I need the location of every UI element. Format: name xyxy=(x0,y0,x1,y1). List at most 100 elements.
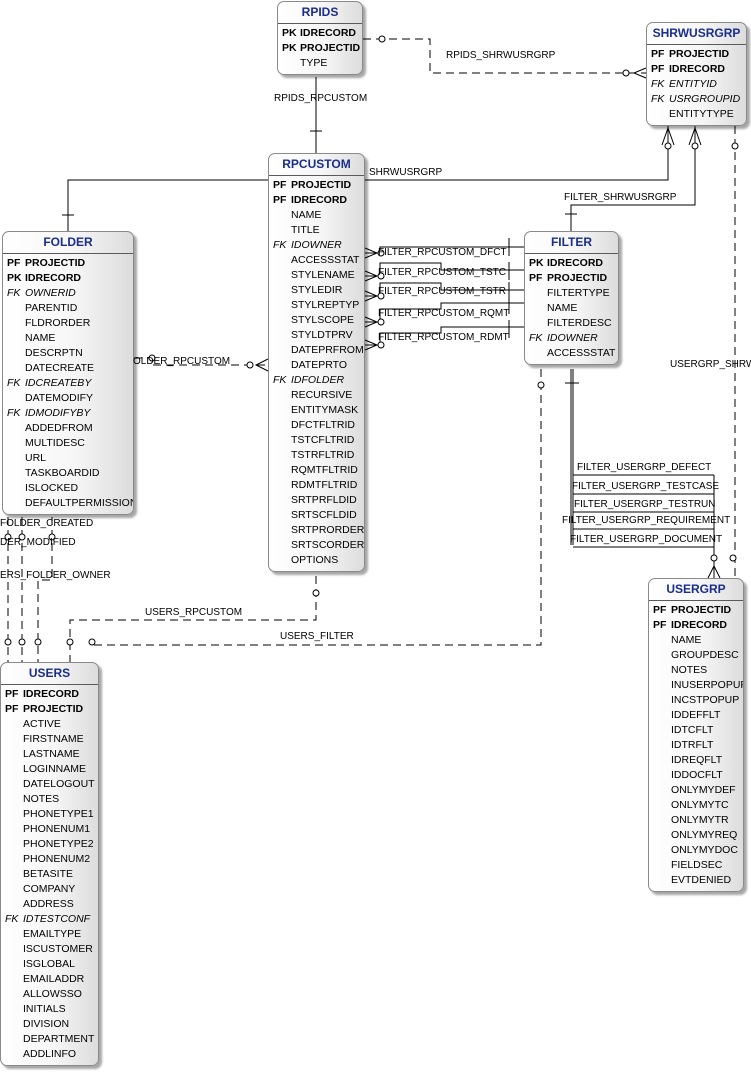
table-title: RPIDS xyxy=(278,2,362,24)
column-name: IDOWNER xyxy=(291,239,342,251)
column-name: DATELOGOUT xyxy=(23,778,95,790)
label-users-filter: USERS_FILTER xyxy=(280,631,354,642)
column-row: PF PROJECTID xyxy=(269,178,364,193)
column-name: FILTERTYPE xyxy=(547,287,610,299)
column-name: IDRECORD xyxy=(300,27,357,39)
column-key-flag: PF xyxy=(7,257,21,269)
column-name: IDREQFLT xyxy=(671,754,723,766)
column-name: STYLREPTYP xyxy=(291,299,360,311)
column-name: PHONETYPE2 xyxy=(23,838,94,850)
column-name: ISLOCKED xyxy=(25,482,79,494)
column-name: DATEPRTO xyxy=(291,359,348,371)
column-name: DFCTFLTRID xyxy=(291,419,355,431)
column-name: IDRECORD xyxy=(671,619,728,631)
column-name: IDTRFLT xyxy=(671,739,714,751)
column-name: ONLYMYTR xyxy=(671,814,729,826)
column-name: FIELDSEC xyxy=(671,859,723,871)
column-row: ACTIVE xyxy=(1,717,98,732)
column-row: DATELOGOUT xyxy=(1,777,98,792)
column-name: STYLDTPRV xyxy=(291,329,353,341)
column-row: TYPE xyxy=(278,56,362,71)
column-row: EVTDENIED xyxy=(649,873,743,888)
column-name: PROJECTID xyxy=(291,179,352,191)
column-key-flag: FK xyxy=(7,407,21,419)
column-key-flag: PF xyxy=(651,48,665,60)
column-name: ISGLOBAL xyxy=(23,958,75,970)
column-name: ONLYMYTC xyxy=(671,799,729,811)
column-name: IDTESTCONF xyxy=(23,913,91,925)
label-folder-modified: DER_MODIFIED xyxy=(0,537,76,548)
column-name: DATEMODIFY xyxy=(25,392,94,404)
column-row: FLDRORDER xyxy=(3,316,133,331)
column-row: STYLREPTYP xyxy=(269,298,364,313)
column-row: ADDRESS xyxy=(1,897,98,912)
column-row: RQMTFLTRID xyxy=(269,463,364,478)
column-row: DATEPRTO xyxy=(269,358,364,373)
column-row: ADDLINFO xyxy=(1,1047,98,1062)
column-row: DESCRPTN xyxy=(3,346,133,361)
column-name: SRTSCORDER xyxy=(291,539,365,551)
column-key-flag: PF xyxy=(5,703,19,715)
column-key-flag: FK xyxy=(651,78,665,90)
column-row: EMAILTYPE xyxy=(1,927,98,942)
column-key-flag: FK xyxy=(7,377,21,389)
rel-line-users-filter xyxy=(92,369,542,646)
column-name: IDCREATEBY xyxy=(25,377,92,389)
column-row: ADDEDFROM xyxy=(3,421,133,436)
column-row: ENTITYMASK xyxy=(269,403,364,418)
column-row: NAME xyxy=(649,633,743,648)
column-row: ONLYMYDEF xyxy=(649,783,743,798)
column-row: PHONETYPE2 xyxy=(1,837,98,852)
column-row: STYLSCOPE xyxy=(269,313,364,328)
column-name: RDMTFLTRID xyxy=(291,479,358,491)
column-row: ACCESSSTAT xyxy=(269,253,364,268)
column-row: ONLYMYTC xyxy=(649,798,743,813)
column-name: RQMTFLTRID xyxy=(291,464,358,476)
column-name: DESCRPTN xyxy=(25,347,83,359)
label-filter-usergrp-testrun: FILTER_USERGRP_TESTRUN xyxy=(574,499,716,510)
column-name: RECURSIVE xyxy=(291,389,353,401)
column-name: OPTIONS xyxy=(291,554,339,566)
column-row: NAME xyxy=(269,208,364,223)
column-row: FK IDCREATEBY xyxy=(3,376,133,391)
column-row: STYLDTPRV xyxy=(269,328,364,343)
column-key-flag: PF xyxy=(651,63,665,75)
label-filter-rpcustom-tstc: FILTER_RPCUSTOM_TSTC xyxy=(378,267,506,278)
column-name: IDRECORD xyxy=(669,63,726,75)
column-name: NOTES xyxy=(671,664,708,676)
column-name: PHONENUM1 xyxy=(23,823,91,835)
column-row: IDREQFLT xyxy=(649,753,743,768)
column-key-flag: FK xyxy=(5,913,19,925)
column-key-flag: PF xyxy=(273,179,287,191)
label-filter-usergrp-document: FILTER_USERGRP_DOCUMENT xyxy=(570,534,723,545)
column-name: BETASITE xyxy=(23,868,73,880)
column-row: STYLENAME xyxy=(269,268,364,283)
column-row: TSTRFLTRID xyxy=(269,448,364,463)
column-name: TYPE xyxy=(300,57,328,69)
column-row: PHONENUM2 xyxy=(1,852,98,867)
column-row: TSTCFLTRID xyxy=(269,433,364,448)
column-key-flag: PK xyxy=(282,27,297,39)
column-name: ALLOWSSO xyxy=(23,988,82,1000)
column-name: TSTRFLTRID xyxy=(291,449,355,461)
